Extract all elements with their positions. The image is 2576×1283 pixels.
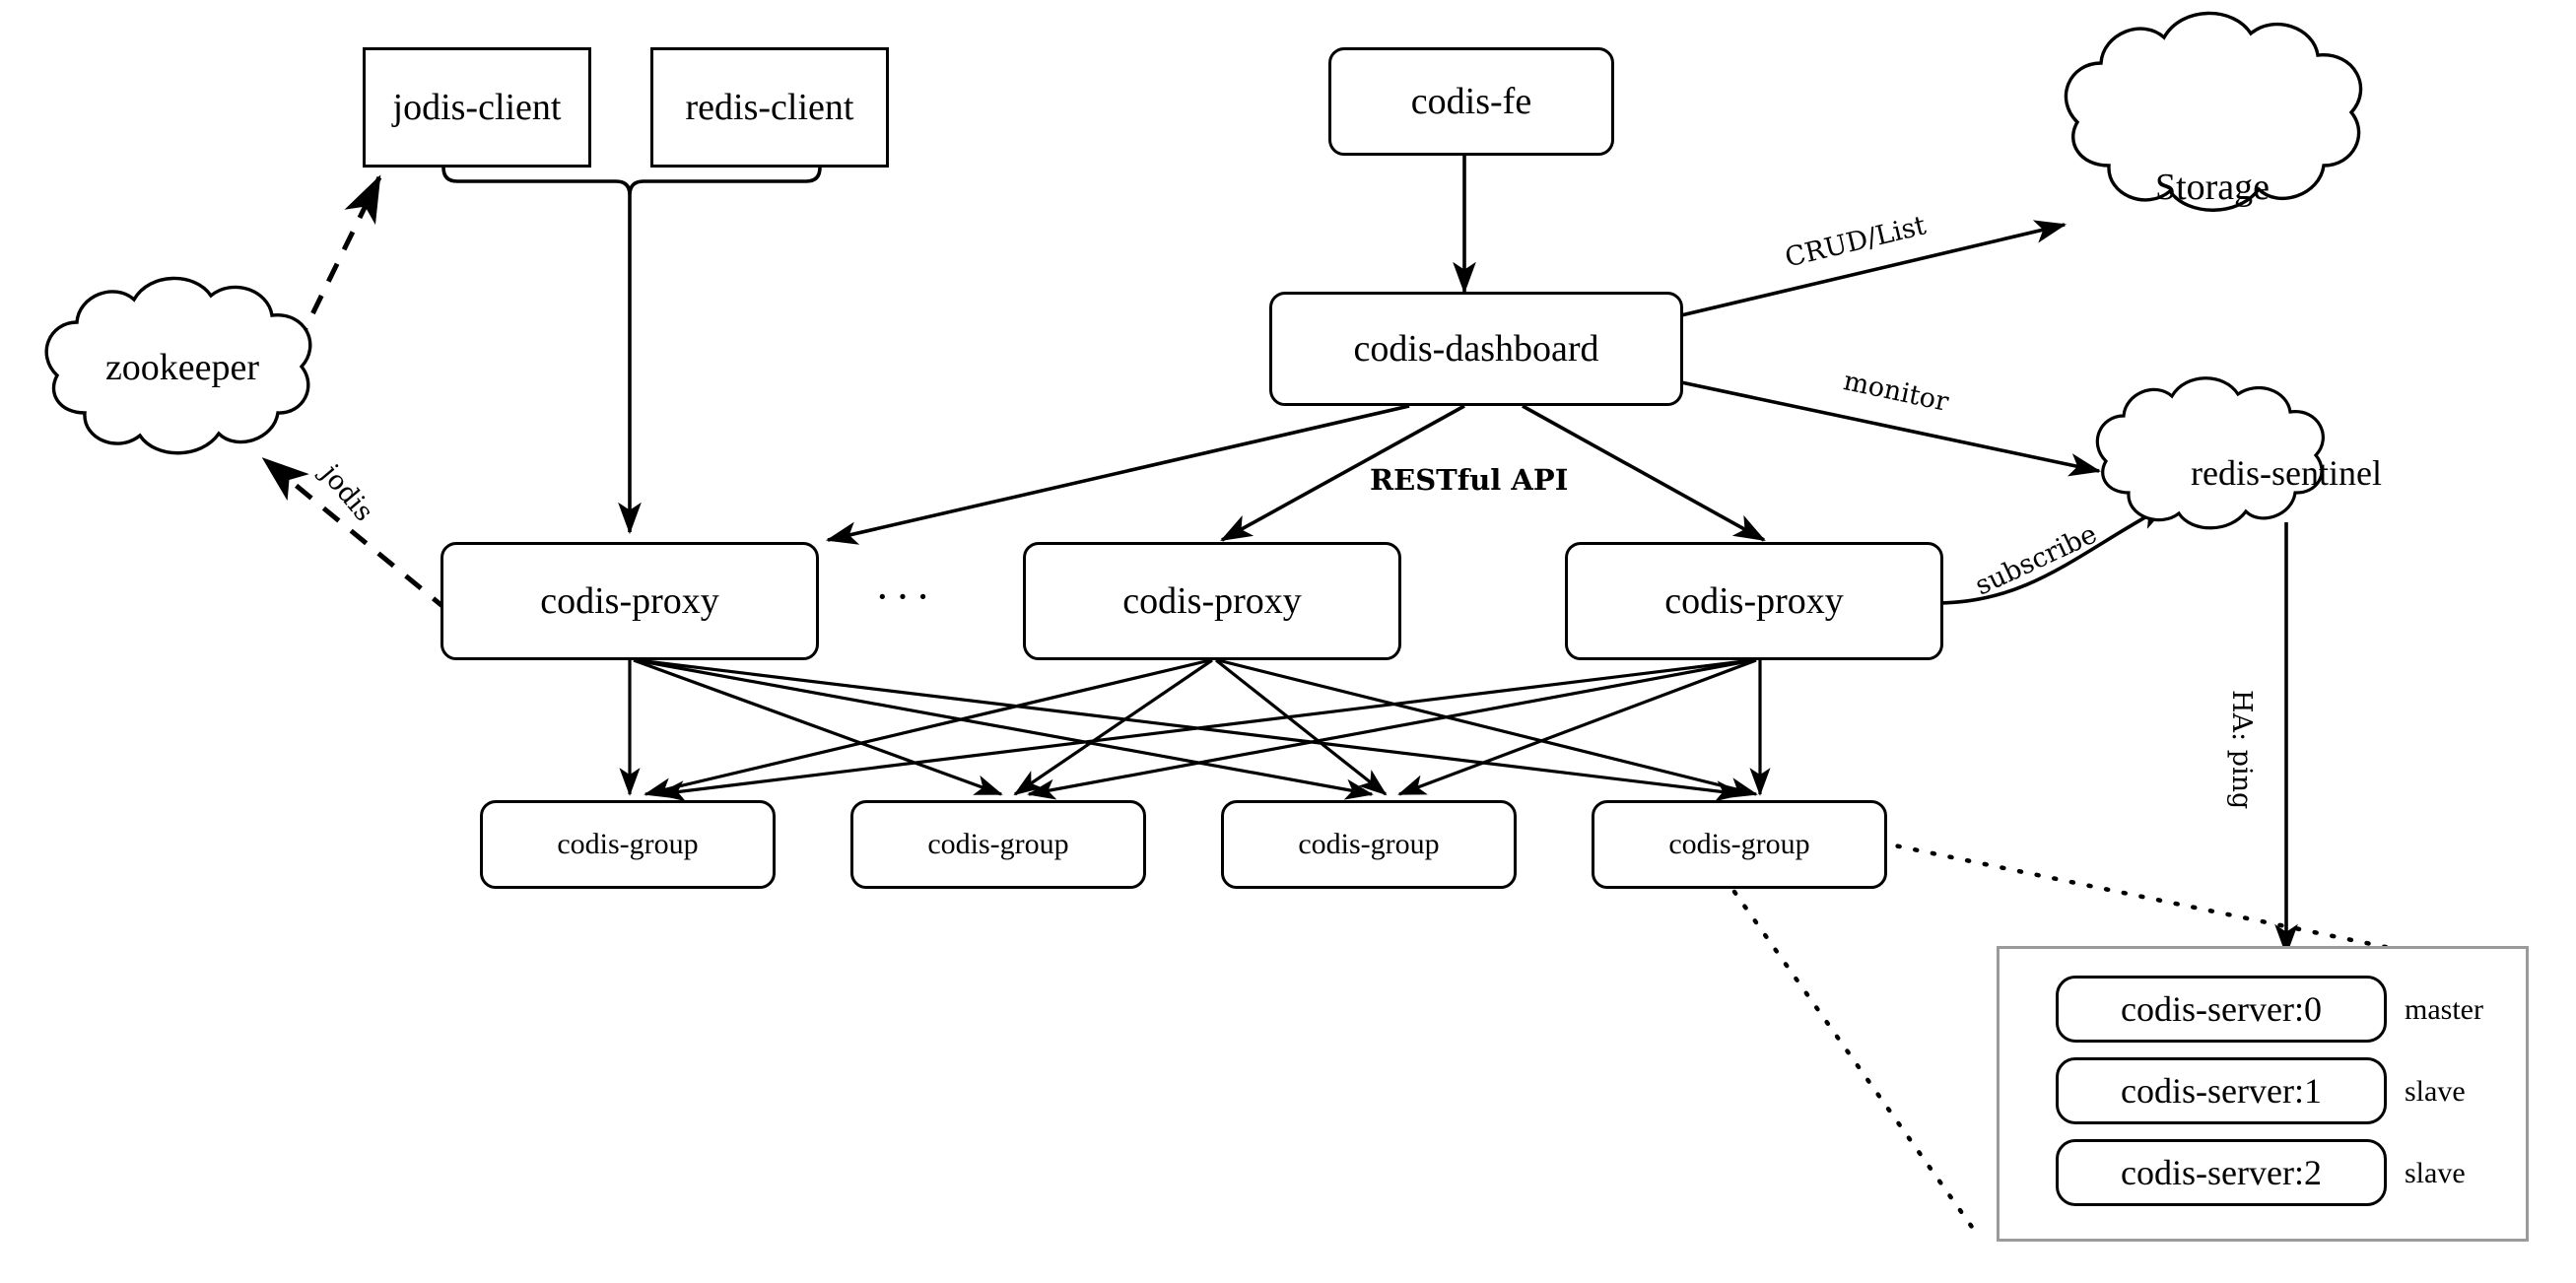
node-codis-proxy-1[interactable]: codis-proxy xyxy=(441,542,819,660)
edge-label-subscribe: subscribe xyxy=(1971,518,2102,601)
ellipsis-text: ··· xyxy=(875,573,936,621)
node-label: codis-proxy xyxy=(1122,580,1302,622)
node-label: codis-group xyxy=(1668,828,1810,860)
wire-zookeeper-to-jodis-client xyxy=(263,174,382,411)
node-label: redis-client xyxy=(685,87,854,128)
node-label: codis-dashboard xyxy=(1353,328,1599,370)
wire-proxy3-group2 xyxy=(1027,658,1755,800)
node-label: codis-group xyxy=(927,828,1069,860)
edge-text: HA: ping xyxy=(2226,690,2257,810)
wire-proxy3-group3 xyxy=(1397,658,1757,796)
cloud-label-redis-sentinel: redis-sentinel xyxy=(2124,448,2449,498)
node-redis-client[interactable]: redis-client xyxy=(650,47,889,168)
wire-proxy1-group2 xyxy=(633,658,1003,796)
node-codis-server-1[interactable]: codis-server:1 xyxy=(2056,1057,2387,1124)
role-text: slave xyxy=(2405,1157,2466,1189)
cloud-text: Storage xyxy=(2154,167,2271,208)
edge-text: CRUD/List xyxy=(1782,210,1930,274)
node-label: codis-server:2 xyxy=(2121,1153,2322,1192)
node-jodis-client[interactable]: jodis-client xyxy=(363,47,591,168)
node-codis-group-1[interactable]: codis-group xyxy=(480,800,776,889)
edge-text: monitor xyxy=(1840,366,1951,418)
node-label: codis-group xyxy=(557,828,699,860)
wire-dashboard-to-proxy1 xyxy=(825,404,1410,545)
node-codis-group-4[interactable]: codis-group xyxy=(1592,800,1887,889)
cloud-label-zookeeper: zookeeper xyxy=(39,343,325,392)
node-label: codis-group xyxy=(1298,828,1440,860)
wire-proxy1-group3 xyxy=(635,658,1374,800)
wire-proxy2-group1 xyxy=(644,658,1211,799)
edge-label-ha-ping: HA: ping xyxy=(2226,690,2257,809)
zoom-line-bottom xyxy=(1731,889,1982,1240)
wire-proxy3-group1 xyxy=(656,658,1753,802)
edge-text: RESTful API xyxy=(1370,463,1569,497)
node-label: jodis-client xyxy=(392,87,562,128)
edge-label-restful-api: RESTful API xyxy=(1370,463,1568,497)
wire-proxy2-group2 xyxy=(1013,658,1213,796)
cloud-text: zookeeper xyxy=(104,347,260,388)
node-label: codis-server:0 xyxy=(2121,989,2322,1029)
role-text: master xyxy=(2405,993,2483,1026)
node-codis-proxy-3[interactable]: codis-proxy xyxy=(1565,542,1943,660)
cloud-label-storage: Storage xyxy=(2069,163,2355,212)
proxy-ellipsis: ··· xyxy=(875,572,936,622)
node-codis-dashboard[interactable]: codis-dashboard xyxy=(1269,292,1683,406)
zoom-line-top xyxy=(1877,840,2407,954)
client-brace xyxy=(441,167,822,196)
cloud-redis-sentinel xyxy=(2095,376,2325,530)
node-label: codis-server:1 xyxy=(2121,1071,2322,1111)
edge-label-jodis: jodis xyxy=(315,459,379,527)
edge-label-monitor: monitor xyxy=(1841,366,1951,418)
cloud-storage xyxy=(2064,11,2363,212)
node-label: codis-fe xyxy=(1410,81,1532,122)
node-codis-group-2[interactable]: codis-group xyxy=(850,800,1146,889)
node-codis-server-0[interactable]: codis-server:0 xyxy=(2056,976,2387,1043)
node-codis-proxy-2[interactable]: codis-proxy xyxy=(1023,542,1401,660)
edge-text: jodis xyxy=(314,458,379,528)
node-label: codis-proxy xyxy=(540,580,719,622)
edge-label-crud-list: CRUD/List xyxy=(1782,210,1929,273)
node-codis-server-2[interactable]: codis-server:2 xyxy=(2056,1139,2387,1206)
wire-proxy2-group4 xyxy=(1217,658,1758,798)
server-role-1: slave xyxy=(2405,1075,2466,1109)
server-role-2: slave xyxy=(2405,1157,2466,1190)
node-codis-group-3[interactable]: codis-group xyxy=(1221,800,1517,889)
cloud-zookeeper xyxy=(44,276,312,455)
node-label: codis-proxy xyxy=(1664,580,1844,622)
role-text: slave xyxy=(2405,1075,2466,1108)
node-codis-fe[interactable]: codis-fe xyxy=(1328,47,1614,156)
wire-proxy1-group4 xyxy=(637,658,1744,802)
server-role-0: master xyxy=(2405,993,2483,1027)
wire-proxy2-group3 xyxy=(1215,658,1388,796)
edge-text: subscribe xyxy=(1970,518,2102,602)
cloud-text: redis-sentinel xyxy=(2191,453,2382,493)
